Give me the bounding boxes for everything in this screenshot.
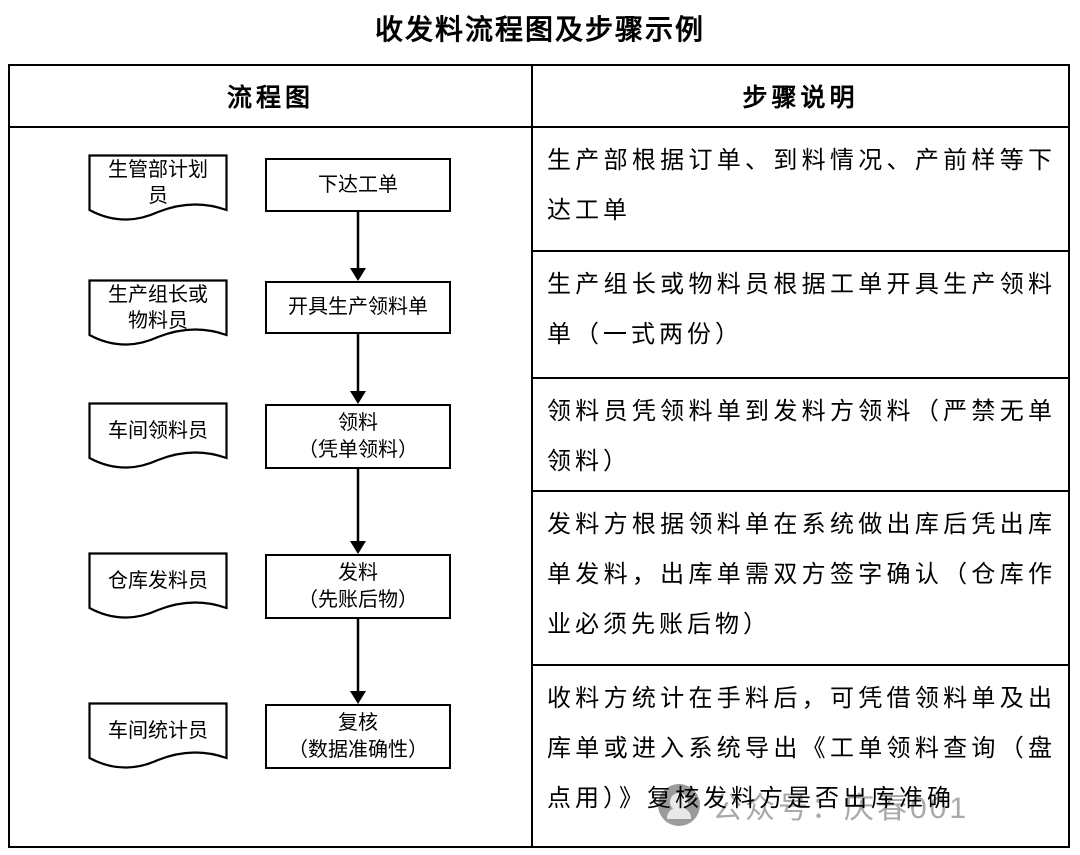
action-label: 复核	[338, 711, 378, 734]
watermark-text: 公众号：庆春001	[712, 792, 970, 825]
col-header-flowchart: 流程图	[10, 66, 533, 126]
step-text-2: 生产组长或物料员根据工单开具生产领料单（一式两份）	[547, 272, 1056, 348]
step-text-5: 收料方统计在手料后，可凭借领料单及出库单或进入系统导出《工单领料查询（盘点用）》…	[547, 686, 1056, 812]
action-label: 领料	[338, 411, 378, 434]
step-row-4: 发料方根据领料单在系统做出库后凭出库单发料，出库单需双方签字确认（仓库作业必须先…	[533, 492, 1068, 666]
role-label: 车间统计员	[108, 720, 208, 742]
flow-arrow-3	[350, 469, 366, 554]
role-node-planner: 生管部计划员	[88, 154, 228, 234]
step-row-3: 领料员凭领料单到发料方领料（严禁无单领料）	[533, 379, 1068, 492]
role-node-picker: 车间领料员	[88, 402, 228, 482]
watermark-logo-icon	[658, 784, 700, 826]
flow-arrow-4	[350, 619, 366, 704]
action-node-dispatch-material: 发料 （先账后物）	[265, 554, 451, 619]
role-label: 生管部计划员	[108, 159, 208, 207]
col-header-steps: 步骤说明	[742, 85, 859, 112]
flow-arrow-2	[350, 334, 366, 404]
step-text-3: 领料员凭领料单到发料方领料（严禁无单领料）	[547, 399, 1056, 475]
action-node-pick-material: 领料 （凭单领料）	[265, 404, 451, 469]
action-label-2: （凭单领料）	[298, 438, 418, 461]
role-label: 生产组长或物料员	[108, 284, 208, 332]
action-label: 下达工单	[318, 173, 398, 196]
table-body: 生管部计划员 生产组长或物料员 车间领料员	[10, 128, 1068, 846]
action-node-issue-requisition: 开具生产领料单	[265, 281, 451, 334]
role-label: 车间领料员	[108, 420, 208, 442]
page-title: 收发料流程图及步骤示例	[374, 15, 705, 46]
action-label: 开具生产领料单	[288, 296, 428, 318]
action-label: 发料	[338, 561, 378, 584]
steps-cell: 生产部根据订单、到料情况、产前样等下达工单 生产组长或物料员根据工单开具生产领料…	[533, 128, 1068, 846]
action-label-2: （数据准确性）	[288, 738, 428, 761]
step-text-1: 生产部根据订单、到料情况、产前样等下达工单	[547, 148, 1056, 224]
document-shape-icon	[88, 552, 228, 619]
role-node-dispatcher: 仓库发料员	[88, 552, 228, 632]
role-label: 仓库发料员	[108, 570, 208, 592]
step-row-1: 生产部根据订单、到料情况、产前样等下达工单	[533, 128, 1068, 252]
document-shape-icon	[88, 402, 228, 469]
role-node-statistician: 车间统计员	[88, 702, 228, 782]
step-text-4: 发料方根据领料单在系统做出库后凭出库单发料，出库单需双方签字确认（仓库作业必须先…	[547, 512, 1056, 638]
role-node-team-leader: 生产组长或物料员	[88, 279, 228, 359]
action-node-issue-work-order: 下达工单	[265, 158, 451, 212]
document-shape-icon	[88, 702, 228, 769]
watermark: 公众号：庆春001	[658, 783, 969, 827]
document-shape-icon	[88, 279, 228, 346]
step-row-5: 收料方统计在手料后，可凭借领料单及出库单或进入系统导出《工单领料查询（盘点用）》…	[533, 666, 1068, 846]
table-header-row: 流程图 步骤说明	[10, 66, 1068, 128]
document-shape-icon	[88, 154, 228, 221]
action-node-review: 复核 （数据准确性）	[265, 704, 451, 769]
step-row-2: 生产组长或物料员根据工单开具生产领料单（一式两份）	[533, 252, 1068, 379]
flow-arrow-1	[350, 212, 366, 281]
action-label-2: （先账后物）	[298, 588, 418, 611]
flow-table: 流程图 步骤说明 生管部计划员 生产组长或物料员	[8, 64, 1070, 848]
flowchart-cell: 生管部计划员 生产组长或物料员 车间领料员	[10, 128, 533, 846]
